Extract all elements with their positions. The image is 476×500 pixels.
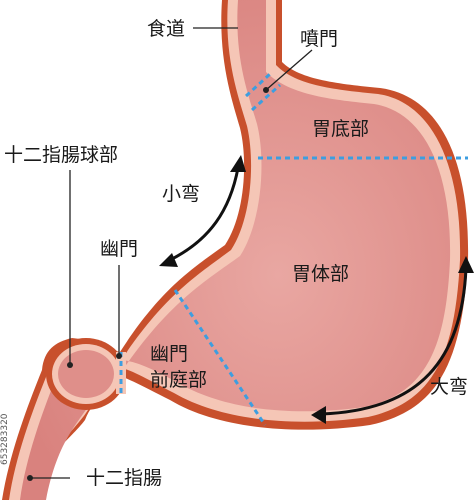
esophagus-label: 食道 <box>147 18 186 40</box>
antrum-label-line2: 前庭部 <box>150 369 208 391</box>
antrum-label-line1: 幽門 <box>150 343 189 365</box>
arrowheads <box>159 155 474 424</box>
lesser-curvature-arrow <box>168 166 240 262</box>
lesser-curvature-label: 小弯 <box>162 183 201 205</box>
cardia-label: 噴門 <box>300 28 339 50</box>
duodenal-bulb-lumen <box>58 350 114 398</box>
greater-curvature-arrow <box>320 266 468 416</box>
fundus-label: 胃底部 <box>312 118 370 140</box>
region-boundaries <box>119 72 468 426</box>
leader-lines <box>30 27 313 479</box>
duodenum-dot <box>27 475 33 481</box>
lesser-arrowhead-top <box>230 155 246 172</box>
duodenal-bulb-dot <box>67 362 73 368</box>
stock-id-watermark: 653283320 <box>0 413 10 465</box>
stomach-lumen <box>20 0 451 500</box>
pylorus-label: 幽門 <box>100 238 139 260</box>
duodenum-label: 十二指腸 <box>86 467 163 489</box>
lesser-arrowhead-bottom <box>159 253 178 267</box>
antrum-boundary <box>173 289 267 426</box>
greater-arrowhead-top <box>458 256 474 273</box>
cardia-dot <box>263 87 269 93</box>
cardia-leader <box>265 49 313 91</box>
leader-dots <box>27 87 269 481</box>
pylorus-dot <box>116 353 122 359</box>
body-label: 胃体部 <box>292 263 350 285</box>
greater-arrowhead-bottom <box>311 406 326 424</box>
greater-curvature-label: 大弯 <box>430 376 469 398</box>
cardia-boundary-1 <box>251 83 281 112</box>
duodenal-bulb-label: 十二指腸球部 <box>4 144 119 166</box>
curvature-arrows <box>168 166 468 416</box>
cardia-boundary-2 <box>244 72 272 98</box>
